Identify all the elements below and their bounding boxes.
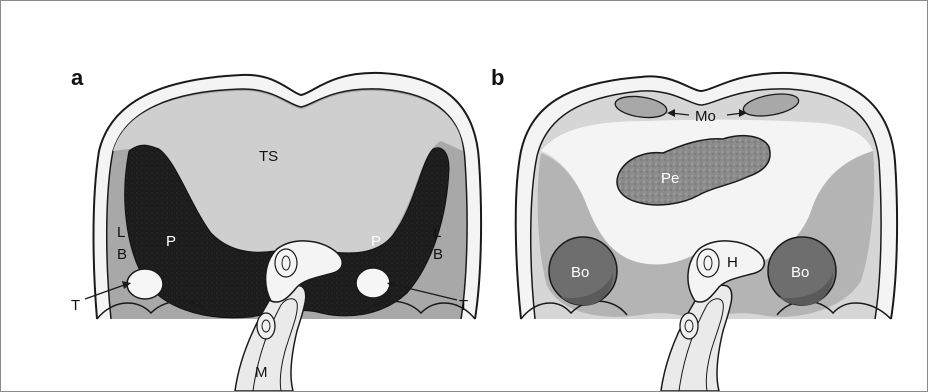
- panel-b-label-mo: Mo: [695, 108, 716, 125]
- panel-a-label-t-left: T: [71, 297, 80, 314]
- panel-a-label-l-left: L: [117, 224, 125, 241]
- panel-a-tendon-left: [127, 269, 163, 299]
- panel-a-label-l-right: L: [433, 224, 441, 241]
- panel-a-label-b-right: B: [433, 246, 443, 263]
- panel-b-letter: b: [491, 65, 504, 90]
- panel-a-label-p-left: P: [166, 233, 176, 250]
- panel-a-tendon-right: [356, 268, 390, 298]
- panel-b-label-h: H: [727, 254, 738, 271]
- panel-a-label-p-right: P: [371, 233, 381, 250]
- panel-a-m-vessel: [257, 313, 275, 339]
- panel-a-label-b-left: B: [117, 246, 127, 263]
- panel-a-label-m: M: [255, 364, 268, 381]
- panel-a-letter: a: [71, 65, 84, 90]
- panel-a-label-t-right: T: [459, 297, 468, 314]
- panel-b-probe-vessel: [680, 313, 698, 339]
- panel-a: a TS P P L B L B T T M: [71, 65, 481, 391]
- panel-a-label-ts: TS: [259, 148, 278, 165]
- panel-b-label-pe: Pe: [661, 170, 679, 187]
- panel-b: b Mo Pe H Bo Bo: [491, 65, 897, 391]
- panel-b-label-bo-left: Bo: [571, 264, 589, 281]
- panel-b-label-bo-right: Bo: [791, 264, 809, 281]
